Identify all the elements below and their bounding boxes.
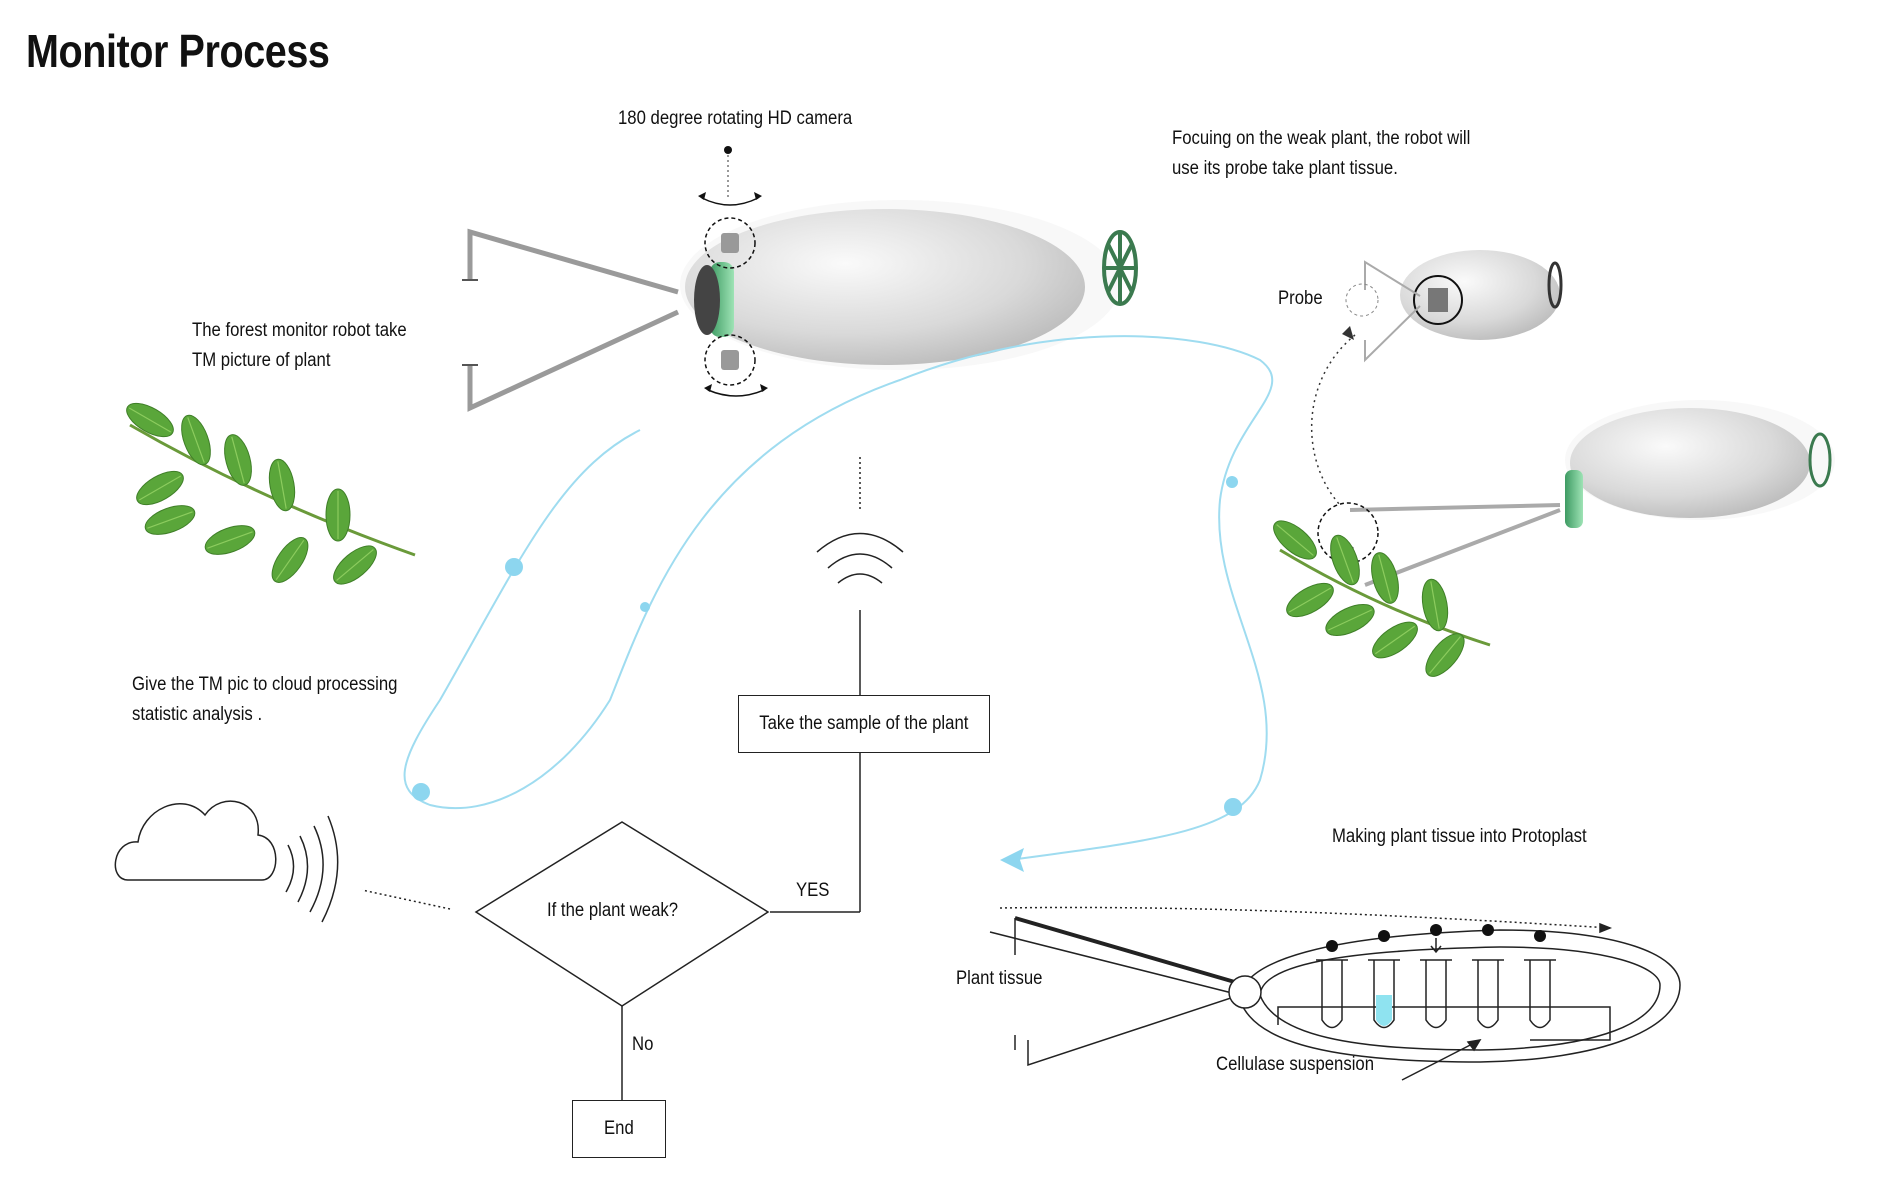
- decision-text: If the plant weak?: [547, 900, 679, 921]
- yes-label: YES: [796, 880, 830, 901]
- camera-top-circle: [704, 217, 756, 269]
- lens-front: [694, 265, 720, 335]
- flowchart-lines: [361, 610, 861, 1100]
- end-text: End: [604, 1118, 634, 1139]
- balloon-body: [685, 209, 1085, 365]
- focus-label-line1: Focuing on the weak plant, the robot wil…: [1172, 128, 1471, 149]
- robot-main: [462, 146, 1138, 412]
- robot-probe-small: [1310, 250, 1563, 506]
- probe-arms: [467, 228, 680, 412]
- flow-dot: [1224, 798, 1242, 816]
- take-sample-box: Take the sample of the plant: [738, 695, 990, 753]
- plant-tissue-label: Plant tissue: [956, 968, 1043, 989]
- focus-label-line2: use its probe take plant tissue.: [1172, 158, 1398, 179]
- flow-dot: [412, 783, 430, 801]
- robot-label-line1: The forest monitor robot take: [192, 320, 407, 341]
- camera-bottom-circle: [704, 334, 756, 386]
- protoplast-schematic: [989, 906, 1681, 1081]
- flow-dot: [1226, 476, 1238, 488]
- leaf-branch-left: [120, 396, 416, 592]
- flow-dot: [640, 602, 650, 612]
- test-tubes: [1316, 959, 1556, 1029]
- flow-dot: [505, 558, 523, 576]
- robot-sampling: [1317, 400, 1835, 587]
- rotate-arrow-bottom: [707, 389, 765, 397]
- probe-label: Probe: [1278, 288, 1323, 309]
- cloud-label-line1: Give the TM pic to cloud processing: [132, 674, 398, 695]
- flow-arrowhead: [1000, 848, 1024, 872]
- cellulase-label: Cellulase suspension: [1216, 1054, 1375, 1075]
- sampling-circle: [1317, 502, 1379, 564]
- rotate-arrow-top: [701, 197, 759, 206]
- camera-top-icon: [721, 233, 739, 253]
- no-label: No: [632, 1034, 654, 1055]
- cloud-icon: [114, 800, 277, 881]
- page-title: Monitor Process: [26, 25, 330, 77]
- liquid-fill: [1376, 995, 1392, 1026]
- leaf-branch-right: [1266, 513, 1491, 684]
- protoplast-label: Making plant tissue into Protoplast: [1332, 826, 1587, 847]
- wifi-icon: [816, 457, 904, 584]
- camera-label: 180 degree rotating HD camera: [618, 108, 853, 129]
- robot-label-line2: TM picture of plant: [192, 350, 331, 371]
- camera-bottom-icon: [721, 350, 739, 370]
- cloud-label-line2: statistic analysis .: [132, 704, 263, 725]
- take-sample-text: Take the sample of the plant: [759, 713, 969, 734]
- data-flow-path: [403, 335, 1274, 872]
- decision-diamond: [474, 821, 770, 1007]
- probe-joint-circle: [1413, 275, 1463, 325]
- probe-target-circle: [1345, 283, 1379, 317]
- signal-waves-icon: [285, 815, 339, 923]
- propeller: [1102, 230, 1138, 306]
- end-box: End: [572, 1100, 666, 1158]
